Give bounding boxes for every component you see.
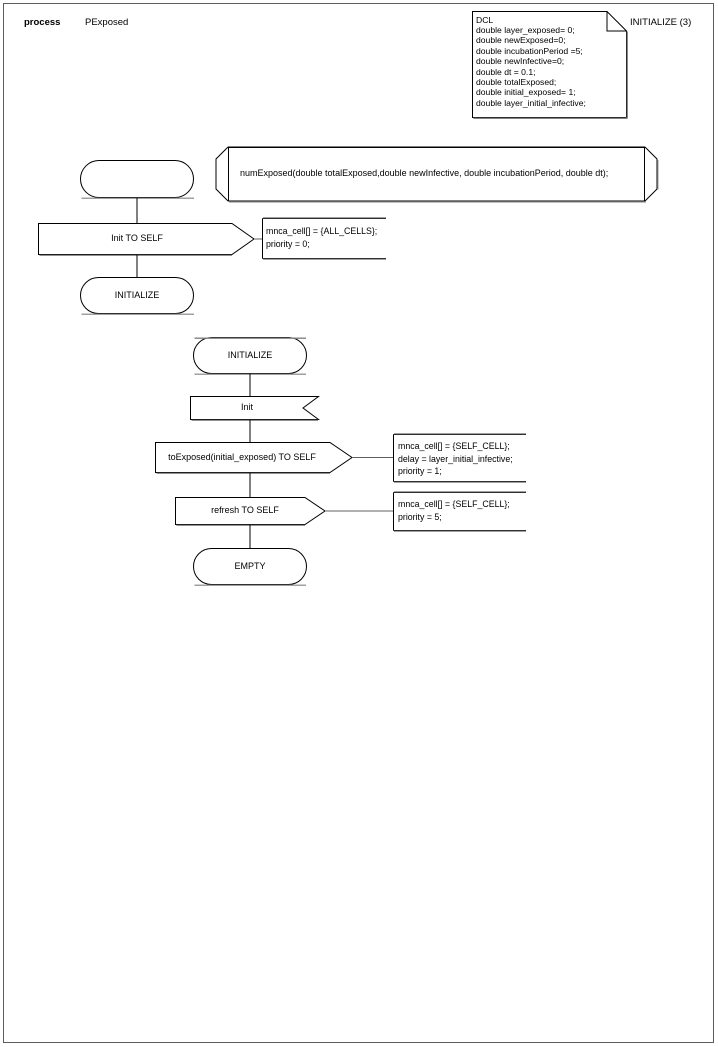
page-label: INITIALIZE (3) [630,17,692,28]
page-border [3,3,714,1043]
state-initialize-top-shape [80,277,194,315]
comment-note-1-text: mnca_cell[] = {ALL_CELLS}; priority = 0; [266,226,378,249]
comment-note-3-shape [393,491,526,532]
state-empty-shape [193,548,307,586]
input-init-shape [190,396,321,421]
output-toexposed-label: toExposed(initial_exposed) TO SELF [168,452,316,462]
comment-note-2-shape [393,433,526,483]
output-init-to-self-shape [38,223,255,256]
declaration-lines: double layer_exposed= 0; double newExpos… [476,25,586,108]
output-refresh-shape [175,497,326,526]
comment-note-3-text: mnca_cell[] = {SELF_CELL}; priority = 5; [398,499,510,522]
state-empty-label: EMPTY [234,561,266,571]
state-initialize-bottom-label: INITIALIZE [227,350,273,360]
input-init-label: Init [240,402,254,412]
start-symbol-shape [80,160,194,199]
declaration-block-shape [472,11,628,119]
procedure-call-shape [215,146,659,203]
comment-note-1-shape [262,217,386,260]
state-initialize-top-label: INITIALIZE [114,290,160,300]
declaration-title: DCL [476,15,494,25]
process-keyword: process [24,17,61,28]
process-name: PExposed [85,17,129,28]
comment-note-2-text: mnca_cell[] = {SELF_CELL}; delay = layer… [398,441,513,477]
output-toexposed-shape [155,442,353,474]
procedure-call-text: numExposed(double totalExposed,double ne… [240,168,609,178]
output-init-to-self-label: Init TO SELF [111,233,163,243]
output-refresh-label: refresh TO SELF [211,505,279,515]
